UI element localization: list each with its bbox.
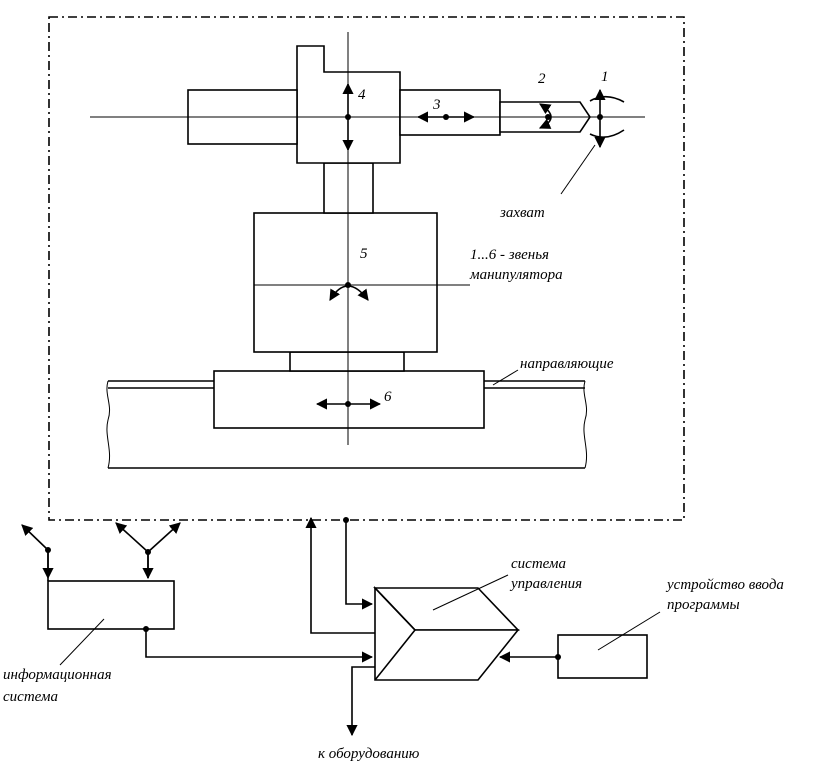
input-device-line2: программы xyxy=(667,597,740,613)
grip-label: захват xyxy=(500,205,545,221)
info-system-line2: система xyxy=(3,689,59,705)
control-leader xyxy=(432,574,509,611)
robot-to-control-line xyxy=(345,520,374,610)
input-leader xyxy=(597,611,661,651)
info-leader xyxy=(59,618,105,666)
info-system-line1: информационная xyxy=(3,667,112,683)
to-equipment-label: к оборудованию xyxy=(318,746,420,762)
link-3-label: 3 xyxy=(433,97,441,113)
info-to-control-line xyxy=(145,629,374,663)
arm-extension-link-3 xyxy=(399,89,501,136)
link-5-label: 5 xyxy=(360,246,368,262)
control-to-robot-line xyxy=(305,516,375,634)
guides-leader xyxy=(492,369,519,386)
body-link-5 xyxy=(253,212,438,353)
control-system-line2: управления xyxy=(511,576,583,592)
gripper-link-1 xyxy=(589,88,625,149)
column-base xyxy=(289,351,405,372)
link-2-label: 2 xyxy=(538,71,546,87)
input-device-block xyxy=(557,634,648,679)
grip-leader xyxy=(560,144,596,195)
guides-label: направляющие xyxy=(520,356,614,372)
links-note-line1: 1...6 - звенья xyxy=(470,247,550,263)
information-system-block xyxy=(47,580,175,630)
carriage-link-6 xyxy=(213,370,485,429)
links-note-line2: манипулятора xyxy=(470,267,563,283)
control-system-line1: система xyxy=(511,556,567,572)
input-device-line1: устройство ввода xyxy=(667,577,784,593)
link-4-label: 4 xyxy=(358,87,366,103)
robot-boundary xyxy=(48,16,685,521)
control-system-block xyxy=(373,586,520,681)
link-1-label: 1 xyxy=(601,69,609,85)
to-equipment-arrow xyxy=(346,666,375,737)
link-6-label: 6 xyxy=(384,389,392,405)
